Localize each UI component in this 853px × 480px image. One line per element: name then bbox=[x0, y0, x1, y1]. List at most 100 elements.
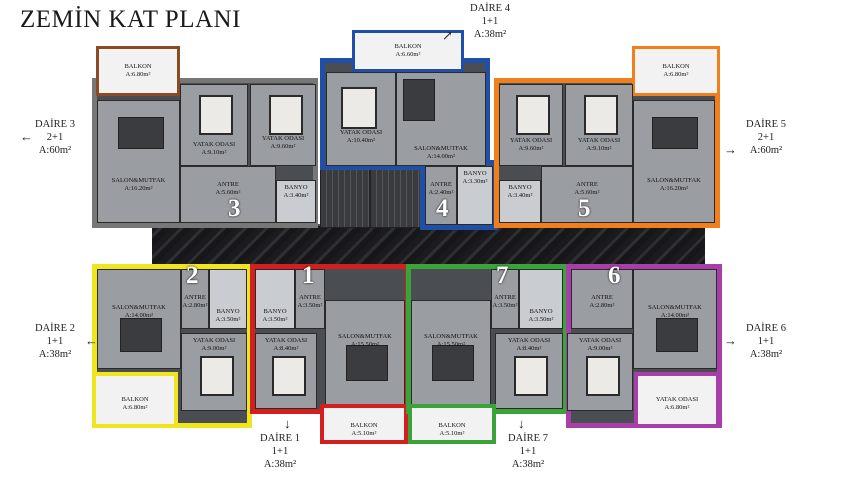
daire-name: DAİRE 5 bbox=[746, 119, 786, 130]
room-name: SALON&MUTFAK bbox=[111, 177, 166, 184]
room-area: A:9.00m² bbox=[587, 345, 613, 352]
room-area: A:9.10m² bbox=[586, 145, 612, 152]
daire-area: A:60m² bbox=[749, 145, 783, 156]
room-area: A:3.50m² bbox=[215, 316, 241, 323]
room-area: A:14.00m² bbox=[124, 312, 154, 319]
arrow-right-icon: → bbox=[724, 142, 737, 157]
elevator-shaft-right bbox=[370, 164, 422, 228]
daire-type: 1+1 bbox=[46, 336, 64, 347]
label-daire-6: DAİRE 6 → 1+1 A:38m² bbox=[724, 322, 802, 361]
daire-type: 2+1 bbox=[757, 132, 775, 143]
room-name: BALKON bbox=[394, 43, 422, 50]
room-area: A:3.50m² bbox=[528, 316, 554, 323]
room-name: YATAK ODASI bbox=[339, 129, 383, 136]
room-area: A:2.80m² bbox=[182, 302, 208, 309]
room-name: ANTRE bbox=[184, 294, 206, 301]
daire-type: 2+1 bbox=[46, 132, 64, 143]
room-name: ANTRE bbox=[494, 294, 516, 301]
apartment-number-6: 6 bbox=[608, 262, 621, 289]
room-area: A:15.50m² bbox=[436, 341, 466, 348]
room-area: A:3.50m² bbox=[492, 302, 518, 309]
sofa-icon bbox=[432, 345, 474, 381]
apartment-number-2: 2 bbox=[186, 262, 199, 289]
sofa-icon bbox=[403, 79, 435, 121]
room-area: A:3.40m² bbox=[283, 192, 309, 199]
marble-corridor bbox=[152, 224, 705, 268]
room-area: A:6.80m² bbox=[122, 404, 148, 411]
daire-name: DAİRE 4 bbox=[470, 3, 510, 14]
room-name: BANYO bbox=[508, 184, 532, 191]
room-name: BANYO bbox=[529, 308, 553, 315]
room-name: SALON&MUTFAK bbox=[648, 304, 702, 311]
bed-icon bbox=[516, 95, 550, 135]
daire-type: 1+1 bbox=[481, 16, 499, 27]
room-area: A:9.10m² bbox=[201, 149, 227, 156]
bed-icon bbox=[514, 356, 548, 396]
room-name: YATAK ODASI bbox=[577, 137, 621, 144]
daire-name: DAİRE 7 bbox=[508, 433, 548, 444]
sofa-icon bbox=[656, 318, 698, 352]
room-name: ANTRE bbox=[430, 181, 452, 188]
room-name: YATAK ODASI bbox=[192, 141, 236, 148]
room-name: YATAK ODASI bbox=[192, 337, 236, 344]
room-area: A:15.50m² bbox=[350, 341, 380, 348]
room-area: A:3.40m² bbox=[507, 192, 533, 199]
room-name: SALON&MUTFAK bbox=[414, 145, 468, 152]
room-area: A:8.40m² bbox=[273, 345, 299, 352]
room-name: YATAK ODASI bbox=[655, 396, 699, 403]
room-area: A:14.00m² bbox=[660, 312, 690, 319]
label-daire-7: ↓ DAİRE 7 1+1 A:38m² bbox=[498, 417, 558, 471]
room-name: BALKON bbox=[438, 422, 466, 429]
daire-name: DAİRE 2 bbox=[35, 323, 75, 334]
room-name: BALKON bbox=[124, 63, 152, 70]
room-name: SALON&MUTFAK bbox=[647, 177, 701, 184]
room-name: YATAK ODASI bbox=[264, 337, 308, 344]
arrow-right-icon: → bbox=[724, 333, 737, 348]
room-name: YATAK ODASI bbox=[578, 337, 622, 344]
room-area: A:6.80m² bbox=[663, 71, 689, 78]
room-area: A:3.50m² bbox=[262, 316, 288, 323]
daire-type: 1+1 bbox=[519, 446, 537, 457]
apartment-number-5: 5 bbox=[578, 195, 591, 222]
label-daire-2: DAİRE 2 1+1 ← A:38m² bbox=[20, 322, 98, 361]
room-name: BANYO bbox=[284, 184, 308, 191]
room-name: SALON&MUTFAK bbox=[424, 333, 478, 340]
daire-area: A:38m² bbox=[511, 459, 545, 470]
plan-title: ZEMİN KAT PLANI bbox=[20, 6, 241, 33]
apartment-number-3: 3 bbox=[228, 195, 241, 222]
daire-area: A:38m² bbox=[749, 349, 783, 360]
room-name: ANTRE bbox=[217, 181, 239, 188]
room-name: YATAK ODASI bbox=[507, 337, 551, 344]
bed-icon bbox=[272, 356, 306, 396]
room-area: A:9.00m² bbox=[201, 345, 227, 352]
bed-icon bbox=[586, 356, 620, 396]
room-name: BALKON bbox=[350, 422, 378, 429]
room-area: A:5.10m² bbox=[439, 430, 465, 437]
daire-name: DAİRE 1 bbox=[260, 433, 300, 444]
arrow-down-icon: ↓ bbox=[284, 416, 291, 431]
room-area: A:5.60m² bbox=[215, 189, 241, 196]
